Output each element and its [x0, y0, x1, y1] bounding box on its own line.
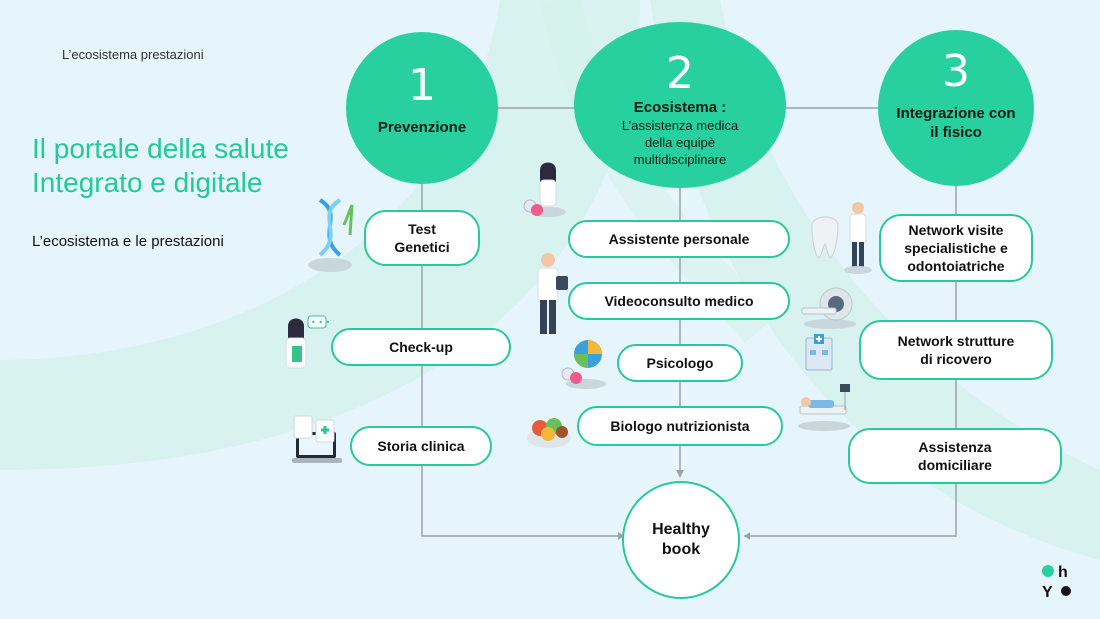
page-header: L’ecosistema prestazioni	[62, 47, 204, 62]
page-subtitle: L’ecosistema e le prestazioni	[32, 233, 224, 250]
circle-label: Prevenzione	[377, 119, 467, 136]
logo-letter-h: h	[1058, 564, 1068, 581]
arrowhead-left	[618, 532, 624, 540]
pill-psicologo: Psicologo	[617, 344, 743, 382]
doctor-woman-illustration-icon	[523, 162, 566, 217]
doctor-man-tablet-illustration-icon	[537, 253, 568, 334]
pill-check-up: Check-up	[331, 328, 511, 366]
title-line-1: Il portale della salute	[32, 133, 289, 164]
connector-col1-to-book	[421, 464, 618, 537]
arrowhead-right	[744, 532, 750, 540]
pill-test-genetici: Test Genetici	[364, 210, 480, 266]
circle-integrazione: 3 Integrazione con il fisico	[878, 30, 1034, 186]
healthy-book-circle: Healthy book	[622, 481, 740, 599]
pill-assistente-personale: Assistente personale	[568, 220, 790, 258]
psychology-illustration-icon	[561, 340, 606, 389]
dentist-illustration-icon	[811, 202, 872, 274]
logo-letter-y: Y	[1042, 584, 1053, 601]
circle-number: 3	[942, 46, 970, 97]
pill-network-strutture: Network strutture di ricovero	[859, 320, 1053, 380]
title-line-2: Integrato e digitale	[32, 167, 263, 198]
circle-prevenzione: 1 Prevenzione	[346, 32, 498, 184]
page-title: Il portale della salute Integrato e digi…	[32, 132, 289, 200]
hospital-building-illustration-icon	[805, 334, 833, 371]
food-nutrition-illustration-icon	[527, 418, 571, 448]
laptop-records-illustration-icon	[292, 415, 342, 463]
dna-illustration-icon	[308, 198, 354, 272]
circle-description: L’assistenza medica della equipè multidi…	[621, 118, 739, 167]
circle-number: 2	[666, 48, 694, 99]
circle-number: 1	[408, 60, 436, 111]
pill-storia-clinica: Storia clinica	[350, 426, 492, 466]
svg-text:• • •: • • •	[311, 318, 330, 327]
circle-label: Integrazione con il fisico	[896, 105, 1016, 141]
pill-assistenza-domiciliare: Assistenza domiciliare	[848, 428, 1062, 484]
pill-videoconsulto-medico: Videoconsulto medico	[568, 282, 790, 320]
ohy-logo-icon: h Y	[1042, 564, 1071, 601]
doctor-checkup-illustration-icon: • • •	[285, 315, 330, 369]
circle-ecosistema: 2 Ecosistema : L’assistenza medica della…	[574, 22, 786, 188]
pill-network-visite: Network visite specialistiche e odontoia…	[879, 214, 1033, 282]
pill-biologo-nutrizionista: Biologo nutrizionista	[577, 406, 783, 446]
home-care-bed-illustration-icon	[798, 384, 850, 431]
healthy-book-label: Healthy book	[652, 521, 710, 558]
circle-label: Ecosistema :	[633, 99, 727, 116]
connector-col3-to-book	[744, 482, 957, 537]
arrowhead-center	[676, 470, 684, 478]
mri-scanner-illustration-icon	[801, 287, 856, 329]
